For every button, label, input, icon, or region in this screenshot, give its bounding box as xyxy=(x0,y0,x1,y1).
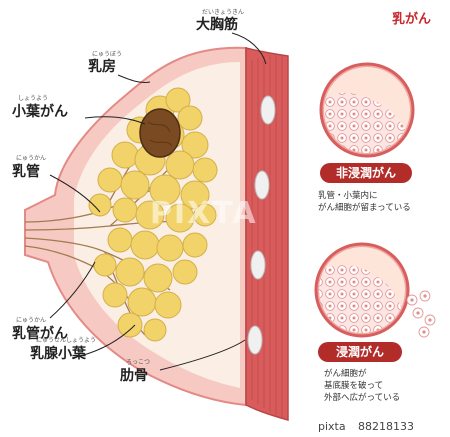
gland-lobule-label: 乳腺小葉 xyxy=(30,346,86,362)
invasive-desc-line: 外部へ広がっている xyxy=(324,393,401,403)
page-title: 乳がん xyxy=(392,12,432,27)
duct-ruby: にゅうかん xyxy=(16,155,47,162)
breast-ruby: にゅうぼう xyxy=(92,51,123,58)
invasive-badge: 浸潤がん xyxy=(318,342,402,362)
noninvasive-description: 乳管・小葉内に がん細胞が留まっている xyxy=(318,190,411,214)
duct-cancer-label: 乳管がん xyxy=(12,326,68,342)
lobule-ruby: しょうよう xyxy=(18,95,49,102)
ribs xyxy=(247,95,276,355)
rib-label: 肋骨 xyxy=(120,368,148,384)
footer-brand: pixta xyxy=(318,420,346,433)
gland-lobule-ruby: にゅうせんしょうよう xyxy=(36,337,97,344)
invasive-desc-line: がん細胞が xyxy=(324,369,367,379)
panel-invasive-art xyxy=(314,242,436,338)
tumor xyxy=(139,108,181,158)
duct-cancer-ruby: にゅうかん xyxy=(16,317,47,324)
pectoralis-ruby: だいきょうきん xyxy=(202,9,245,16)
invasive-desc-line: 基底膜を破って xyxy=(324,381,384,391)
noninvasive-desc-line: 乳管・小葉内に xyxy=(318,191,378,201)
invasive-description: がん細胞が 基底膜を破って 外部へ広がっている xyxy=(324,368,400,404)
duct-label: 乳管 xyxy=(12,164,40,180)
leader-lines xyxy=(49,32,267,371)
noninvasive-badge: 非浸潤がん xyxy=(320,163,412,183)
panel-noninvasive-art xyxy=(319,62,415,158)
rib-ruby: ろっこつ xyxy=(126,359,151,366)
breast-label: 乳房 xyxy=(88,59,116,75)
noninvasive-desc-line: がん細胞が留まっている xyxy=(318,203,411,213)
lobule-label: 小葉がん xyxy=(12,104,68,120)
footer-id: 88218133 xyxy=(358,420,414,433)
watermark: PIXTA xyxy=(150,196,258,231)
pectoralis-label: 大胸筋 xyxy=(196,17,238,33)
